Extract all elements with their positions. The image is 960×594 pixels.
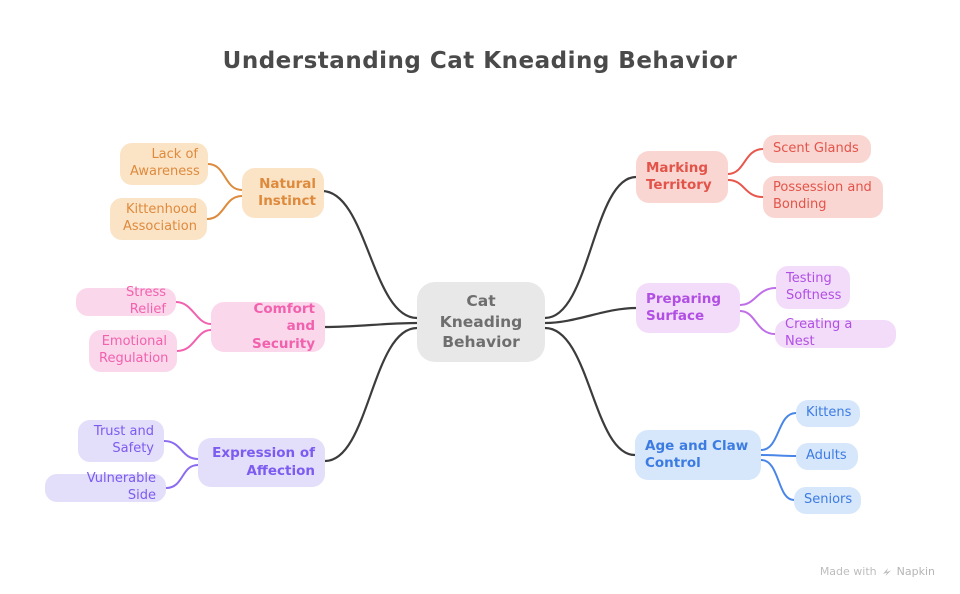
branch-node-expression-of-affection[interactable]: Expression of Affection (198, 438, 325, 487)
connector-marking-scent (727, 148, 764, 175)
connector-age-kittens (760, 412, 797, 451)
child-node-seniors[interactable]: Seniors (794, 487, 861, 514)
connector-expression-trust (163, 440, 199, 460)
child-node-adults[interactable]: Adults (796, 443, 858, 470)
connector-age-adults (760, 454, 797, 457)
connector-preparing-testing (739, 287, 777, 306)
connector-center-comfort-security (323, 321, 419, 329)
connector-comfort-emotional (176, 329, 212, 352)
child-label: Testing Softness (786, 270, 842, 303)
child-node-creating-a-nest[interactable]: Creating a Nest (775, 317, 896, 349)
child-label: Vulnerable Side (86, 471, 156, 503)
branch-label: Comfort and Security (251, 301, 315, 352)
child-label: Stress Relief (126, 285, 166, 317)
connector-age-seniors (760, 459, 795, 501)
connector-center-marking-territory (543, 175, 638, 320)
watermark: Made with Napkin (820, 565, 935, 578)
child-node-emotional-regulation[interactable]: Emotional Regulation (89, 330, 177, 372)
connector-preparing-creating (739, 310, 776, 335)
napkin-logo-icon (882, 567, 891, 576)
branch-node-comfort-and-security[interactable]: Comfort and Security (211, 301, 325, 352)
watermark-prefix: Made with (819, 565, 877, 578)
child-label: Possession and Bonding (773, 180, 872, 212)
branch-node-natural-instinct[interactable]: Natural Instinct (242, 168, 324, 218)
branch-label: Preparing Surface (646, 290, 722, 324)
child-node-testing-softness[interactable]: Testing Softness (776, 266, 850, 309)
center-node-label: Cat Kneading Behavior (439, 291, 523, 352)
child-label: Seniors (804, 492, 853, 508)
connector-expression-vulnerable (165, 464, 199, 489)
child-node-lack-of-awareness[interactable]: Lack of Awareness (120, 143, 208, 185)
child-label: Emotional Regulation (99, 334, 169, 366)
child-node-kittens[interactable]: Kittens (796, 400, 860, 427)
connector-natural-kittenhood (206, 195, 243, 220)
child-label: Lack of Awareness (130, 147, 200, 179)
connector-center-preparing-surface (543, 306, 638, 325)
center-node-cat-kneading-behavior[interactable]: Cat Kneading Behavior (417, 282, 545, 362)
branch-label: Marking Territory (646, 159, 712, 193)
child-node-stress-relief[interactable]: Stress Relief (76, 285, 176, 317)
child-label: Creating a Nest (785, 317, 853, 349)
child-label: Scent Glands (773, 140, 859, 156)
connector-natural-lack (207, 163, 243, 191)
branch-label: Natural Instinct (258, 175, 316, 209)
branch-node-preparing-surface[interactable]: Preparing Surface (636, 283, 740, 333)
connector-comfort-stress (175, 301, 212, 325)
page-title: Understanding Cat Kneading Behavior (222, 48, 738, 74)
child-node-possession-and-bonding[interactable]: Possession and Bonding (763, 176, 883, 218)
child-node-scent-glands[interactable]: Scent Glands (763, 135, 871, 163)
connector-marking-possession (727, 179, 764, 198)
child-node-vulnerable-side[interactable]: Vulnerable Side (45, 471, 166, 503)
child-label: Trust and Safety (93, 424, 154, 456)
child-label: Adults (806, 448, 847, 464)
branch-node-marking-territory[interactable]: Marking Territory (636, 151, 728, 203)
child-label: Kittenhood Association (122, 202, 197, 234)
branch-label: Expression of Affection (212, 445, 315, 479)
connector-center-natural-instinct (320, 189, 419, 320)
child-node-kittenhood-association[interactable]: Kittenhood Association (110, 198, 207, 240)
watermark-brand: Napkin (896, 565, 935, 578)
connector-center-expression-affection (323, 326, 419, 463)
child-label: Kittens (806, 405, 852, 421)
branch-node-age-and-claw-control[interactable]: Age and Claw Control (635, 430, 761, 480)
child-node-trust-and-safety[interactable]: Trust and Safety (78, 420, 164, 462)
connector-center-age-claw (543, 326, 637, 457)
branch-label: Age and Claw Control (645, 437, 749, 471)
